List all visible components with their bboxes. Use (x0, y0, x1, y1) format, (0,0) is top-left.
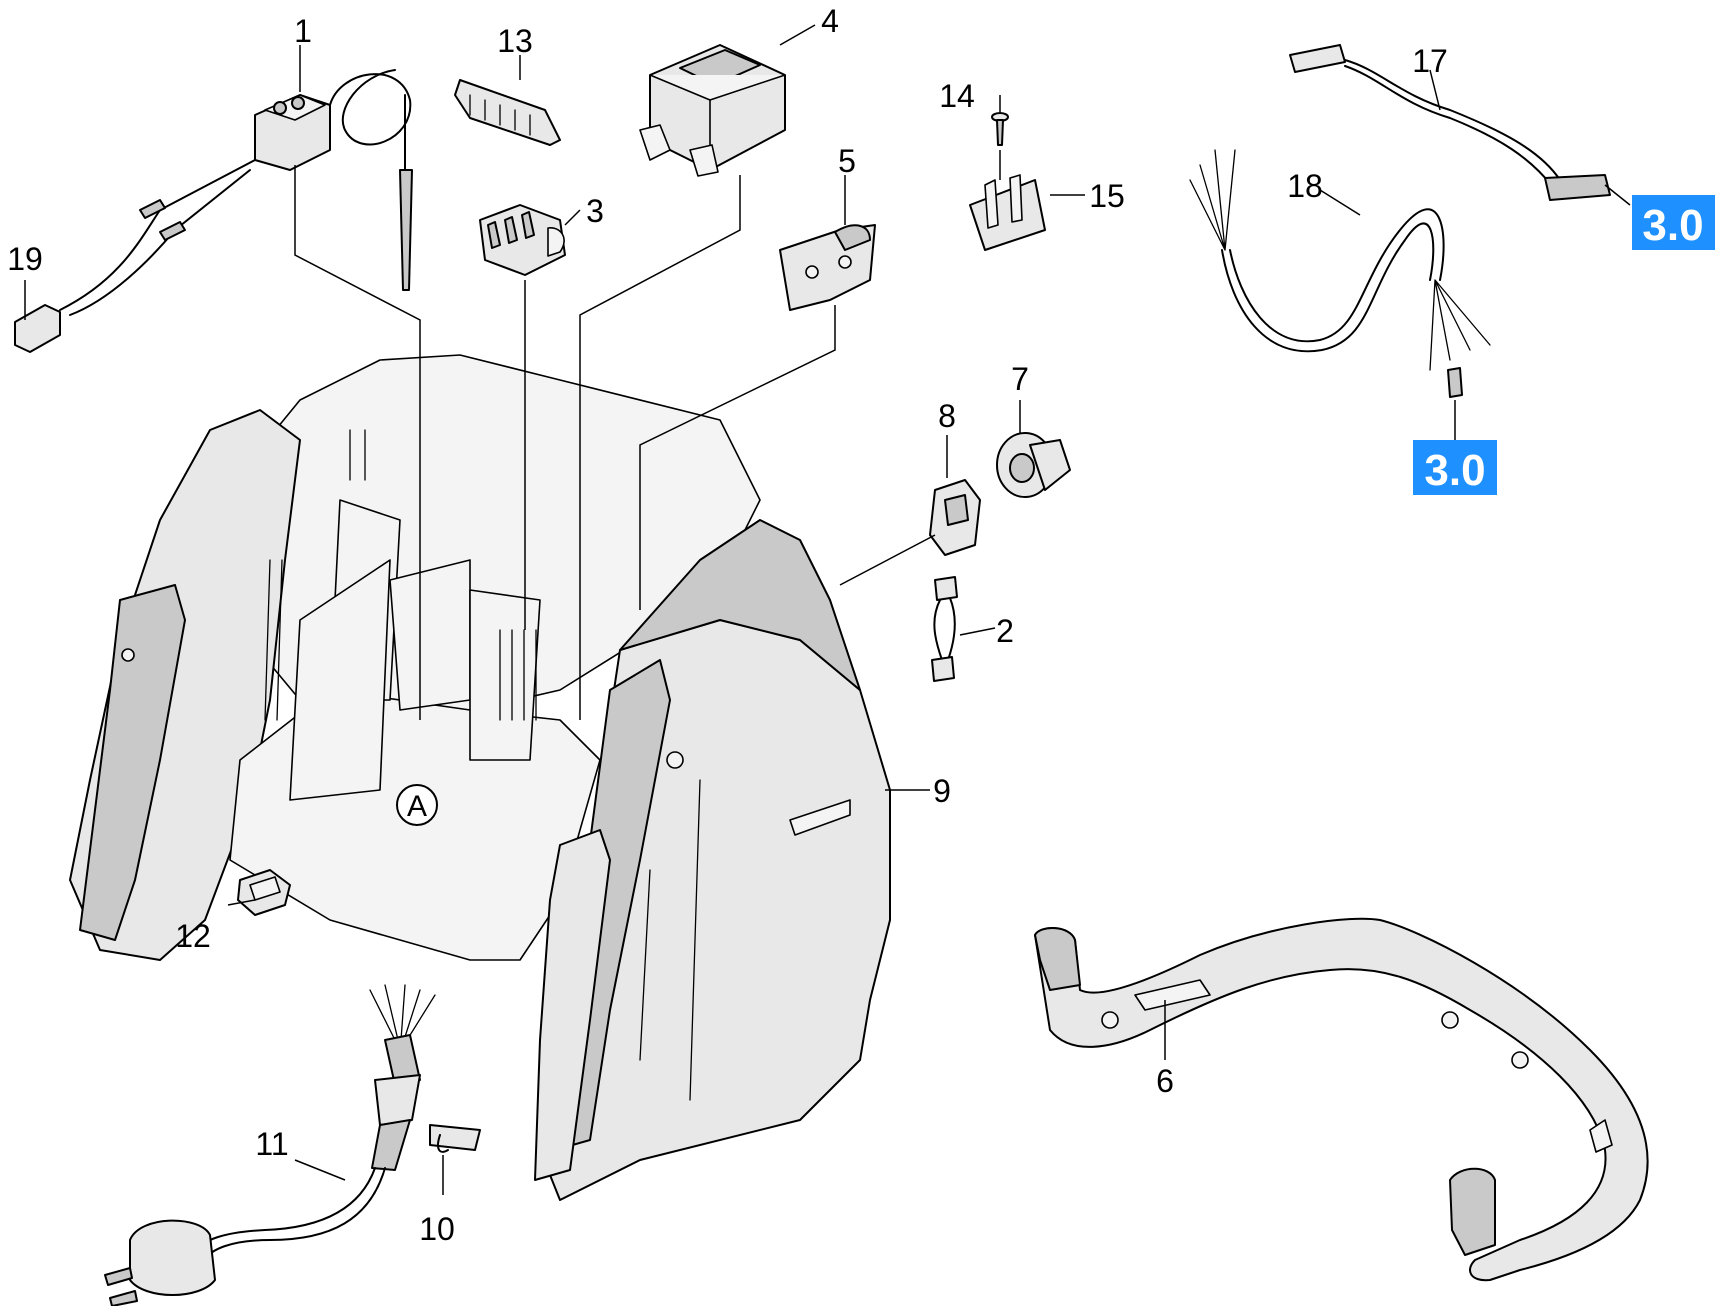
cross-ref-badge-18[interactable]: 3.0 (1413, 440, 1497, 495)
clip-part-15 (969, 174, 1046, 251)
transformer-part-4 (639, 44, 786, 177)
callout-8: 8 (938, 398, 956, 434)
tie-strap-part-10 (429, 1124, 481, 1153)
screw-part-14 (991, 112, 1009, 146)
callout-13: 13 (497, 23, 533, 59)
cable-part-18 (1189, 149, 1491, 398)
power-cord-part-11 (104, 984, 436, 1306)
jumper-wire-part-2 (931, 576, 958, 682)
callout-3: 3 (586, 193, 604, 229)
cross-ref-17-label: 3.0 (1642, 201, 1703, 250)
leader-lines (24, 24, 1631, 1195)
bracket-plate-part-5 (779, 224, 876, 311)
callout-4: 4 (821, 3, 839, 39)
callout-17: 17 (1412, 43, 1448, 79)
callout-7: 7 (1011, 361, 1029, 397)
callout-15: 15 (1089, 178, 1125, 214)
callout-10: 10 (419, 1211, 455, 1247)
section-marker-a: A (396, 784, 438, 826)
ribbon-cable-part-17 (1289, 44, 1611, 201)
housing-part-9 (69, 354, 891, 1201)
thermostat-part-1 (254, 69, 413, 291)
connector-strip-part-13 (454, 79, 561, 146)
callout-14: 14 (939, 78, 975, 114)
knob-part-7 (996, 432, 1071, 498)
callout-11: 11 (255, 1126, 288, 1162)
callout-9: 9 (933, 773, 951, 809)
section-marker-label: A (407, 790, 427, 823)
callout-18: 18 (1287, 168, 1323, 204)
callout-1: 1 (294, 13, 312, 49)
handle-frame-part-6 (1034, 917, 1649, 1282)
cross-ref-18-label: 3.0 (1424, 446, 1485, 495)
callout-2: 2 (996, 613, 1014, 649)
switch-part-8 (929, 479, 981, 556)
clip-part-12 (237, 869, 291, 916)
wire-harness-part-19 (14, 159, 256, 353)
callout-19: 19 (7, 241, 43, 277)
callout-5: 5 (838, 143, 856, 179)
terminal-block-part-3 (479, 204, 566, 276)
cross-ref-badge-17[interactable]: 3.0 (1632, 195, 1715, 250)
callout-12: 12 (175, 918, 211, 954)
callout-labels: 1 2 3 4 5 6 7 8 9 10 11 12 13 14 15 17 1… (7, 3, 1448, 1247)
callout-6: 6 (1156, 1063, 1174, 1099)
